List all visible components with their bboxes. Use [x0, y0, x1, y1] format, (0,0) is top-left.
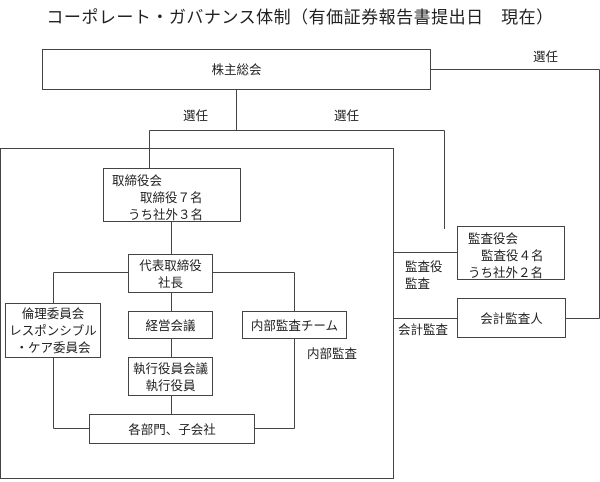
- management-meeting-label: 経営会議: [145, 317, 196, 333]
- audit-board-title: 監査役会: [468, 231, 519, 246]
- shareholders-meeting-label: 株主総会: [211, 62, 262, 77]
- management-meeting-box: 経営会議: [128, 311, 213, 339]
- label-auditor-audit: 監査役 監査: [405, 258, 443, 292]
- departments-label: 各部門、子会社: [128, 421, 216, 437]
- label-elect-board: 選任: [183, 108, 209, 123]
- board-of-directors-box: 取締役会 取締役７名 うち社外３名: [103, 168, 241, 222]
- shareholders-meeting-box: 株主総会: [42, 49, 431, 90]
- company-boundary: [0, 148, 394, 479]
- ethics-committee-line1: 倫理委員会: [21, 306, 85, 321]
- internal-audit-team-label: 内部監査チーム: [250, 317, 339, 333]
- departments-box: 各部門、子会社: [89, 414, 255, 444]
- president-title: 代表取締役: [139, 257, 202, 273]
- label-accounting-audit: 会計監査: [398, 322, 449, 337]
- internal-audit-team-box: 内部監査チーム: [242, 311, 347, 339]
- label-auditor-audit-line1: 監査役: [405, 259, 443, 274]
- accounting-auditor-label: 会計監査人: [480, 310, 543, 326]
- ethics-committee-box: 倫理委員会 レスポンシブル ・ケア委員会: [5, 303, 101, 358]
- executive-meeting-box: 執行役員会議 執行役員: [128, 357, 213, 396]
- audit-board-count: 監査役４名: [481, 248, 544, 263]
- label-elect-audit-board: 選任: [334, 108, 360, 123]
- board-count: 取締役７名: [140, 190, 203, 205]
- board-title: 取締役会: [112, 173, 163, 188]
- label-auditor-audit-line2: 監査: [405, 276, 431, 291]
- ethics-committee-line2: レスポンシブル: [9, 323, 97, 338]
- audit-board-outside-count: うち社外２名: [468, 265, 544, 280]
- president-box: 代表取締役 社長: [128, 254, 213, 293]
- audit-board-box: 監査役会 監査役４名 うち社外２名: [457, 226, 565, 280]
- diagram-title: コーポレート・ガバナンス体制（有価証券報告書提出日 現在）: [46, 8, 554, 28]
- executive-officers: 執行役員: [145, 377, 196, 393]
- executive-meeting-title: 執行役員会議: [132, 360, 208, 376]
- label-elect-accounting-auditor: 選任: [533, 49, 559, 64]
- label-internal-audit: 内部監査: [307, 346, 358, 361]
- accounting-auditor-box: 会計監査人: [457, 298, 566, 338]
- board-outside-count: うち社外３名: [128, 207, 204, 222]
- ethics-committee-line3: ・ケア委員会: [15, 340, 91, 355]
- president-role: 社長: [157, 274, 183, 290]
